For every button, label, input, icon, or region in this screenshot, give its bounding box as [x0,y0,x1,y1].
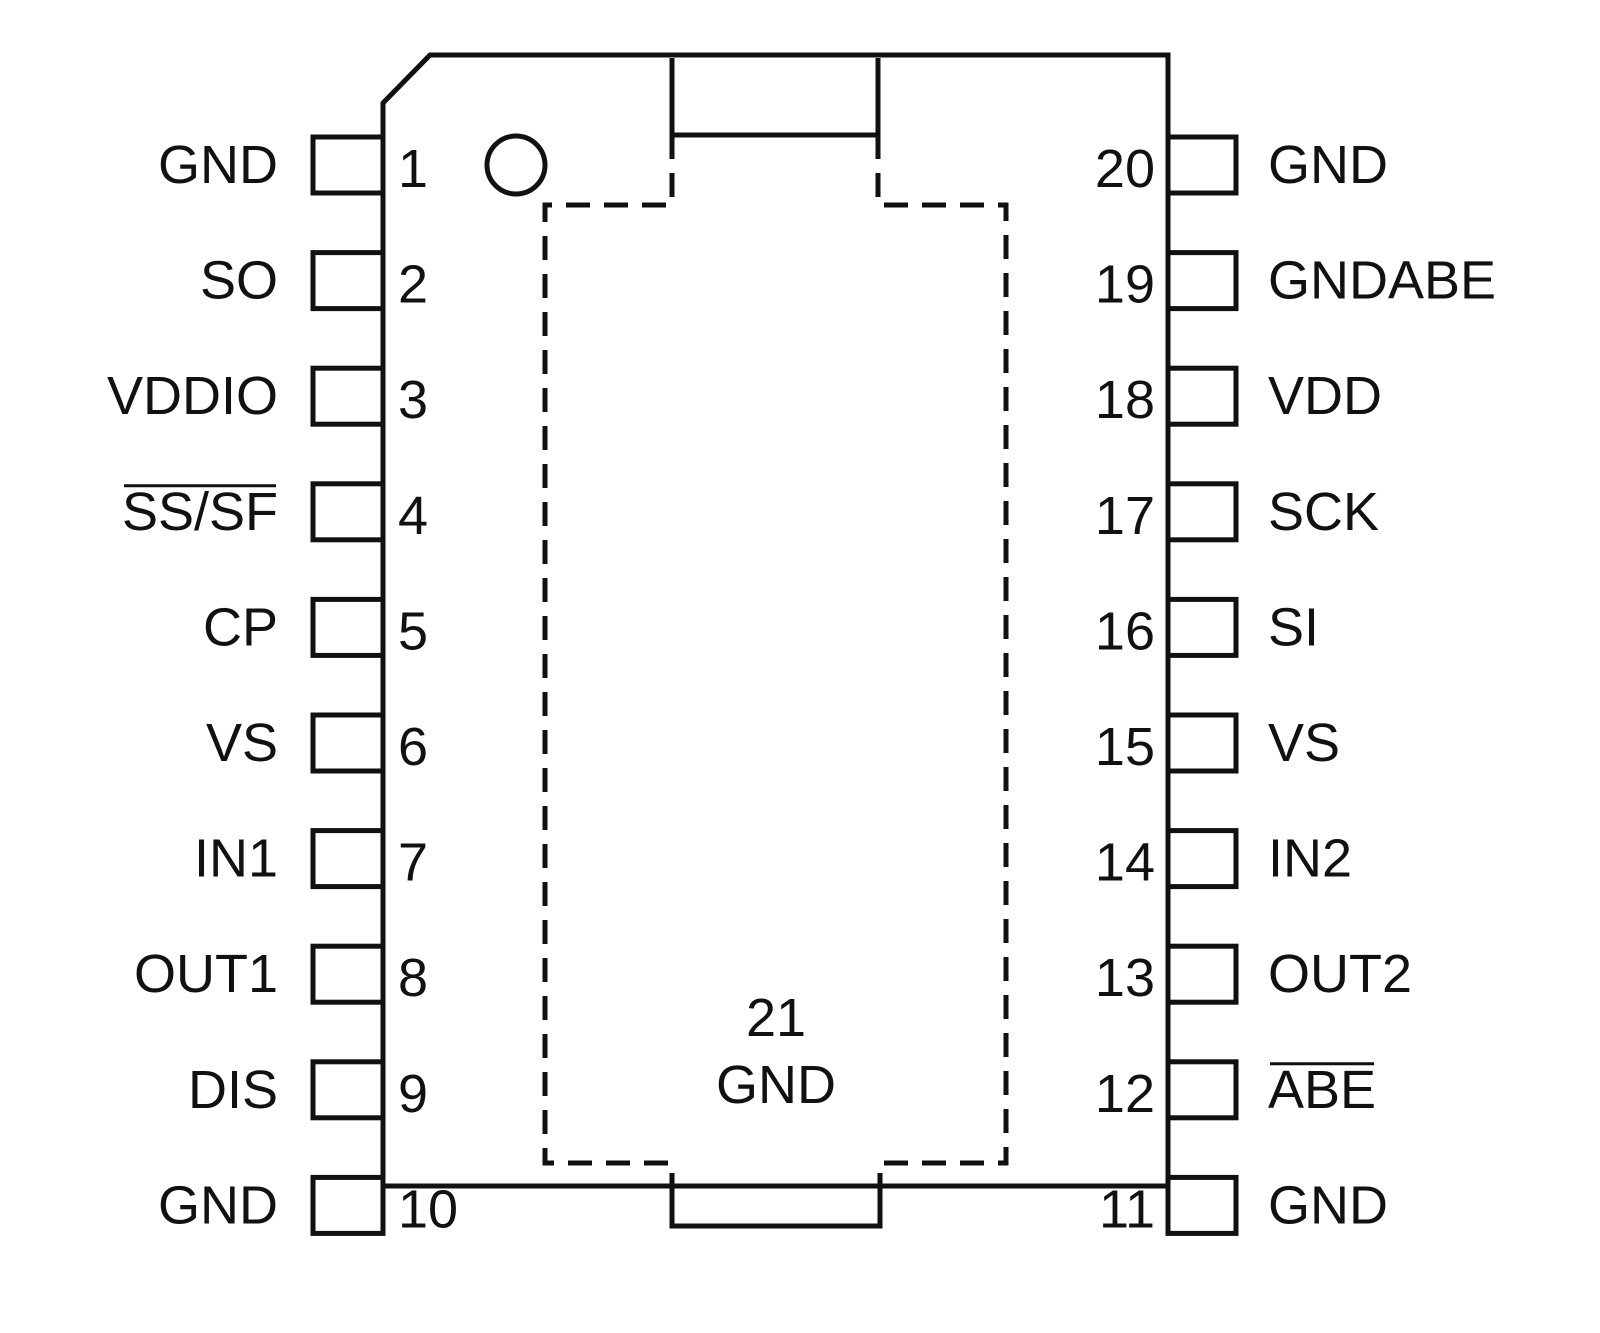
pin-lead-12 [1165,1059,1239,1121]
pin-lead-18 [1165,365,1239,427]
pin-number-14: 14 [1095,833,1155,893]
pin-number-4: 4 [398,486,428,546]
pin-number-15: 15 [1095,717,1155,777]
pin-number-5: 5 [398,601,428,661]
pin-number-9: 9 [398,1064,428,1124]
pin-lead-5 [310,596,386,658]
pin-lead-11 [1165,1174,1239,1236]
pin-name-1: GND [158,135,278,195]
pin-lead-17 [1165,481,1239,543]
pin-lead-13 [1165,943,1239,1005]
pin-name-15: VS [1268,713,1340,773]
bottom-tab [669,1183,883,1229]
pin-number-6: 6 [398,717,428,777]
pin-number-11: 11 [1099,1179,1155,1239]
pin-lead-16 [1165,596,1239,658]
pin-number-2: 2 [398,255,428,315]
pin-name-8: OUT1 [134,944,278,1004]
pin-lead-4 [310,481,386,543]
pin-lead-7 [310,828,386,890]
pin-number-12: 12 [1095,1064,1155,1124]
pin-name-12: ABE [1268,1060,1376,1120]
pin-name-13: OUT2 [1268,944,1412,1004]
pin-name-14: IN2 [1268,829,1352,889]
pin-number-10: 10 [398,1179,458,1239]
pin-name-20: GND [1268,135,1388,195]
pin-lead-19 [1165,250,1239,312]
pin-lead-2 [310,250,386,312]
pin-lead-14 [1165,828,1239,890]
top-tab [669,58,881,138]
pin-number-1: 1 [398,139,428,199]
pin-number-8: 8 [398,948,428,1008]
pin-number-17: 17 [1095,486,1155,546]
pin-name-16: SI [1268,597,1319,657]
pin-name-10: GND [158,1175,278,1235]
pin-lead-10 [310,1174,386,1236]
pin-name-4: SS/SF [122,482,278,542]
pin-number-18: 18 [1095,370,1155,430]
thermal-pad-number: 21 [746,988,806,1048]
thermal-pad-name: GND [716,1055,836,1115]
pin-number-7: 7 [398,833,428,893]
pin1-marker [484,133,548,197]
pin-lead-3 [310,365,386,427]
pin-lead-8 [310,943,386,1005]
thermal-pad-outline [542,135,1009,1226]
pin-number-13: 13 [1095,948,1155,1008]
pin-number-3: 3 [398,370,428,430]
pin-name-18: VDD [1268,366,1382,426]
pin-lead-15 [1165,712,1239,774]
pin-name-2: SO [200,251,278,311]
pins-layer: 1GND2SO3VDDIO4SS/SF5CP6VS7IN18OUT19DIS10… [107,134,1496,1239]
pin-name-5: CP [203,597,278,657]
pin-lead-9 [310,1059,386,1121]
pin-name-3: VDDIO [107,366,278,426]
pin-lead-1 [310,134,386,196]
pin-number-16: 16 [1095,601,1155,661]
pin-name-6: VS [206,713,278,773]
pin-lead-6 [310,712,386,774]
pin-name-9: DIS [188,1060,278,1120]
pin-name-19: GNDABE [1268,251,1496,311]
pin-number-19: 19 [1095,255,1155,315]
pin-name-7: IN1 [194,829,278,889]
pin-name-11: GND [1268,1175,1388,1235]
pin-number-20: 20 [1095,139,1155,199]
pin-lead-20 [1165,134,1239,196]
pin-name-17: SCK [1268,482,1379,542]
